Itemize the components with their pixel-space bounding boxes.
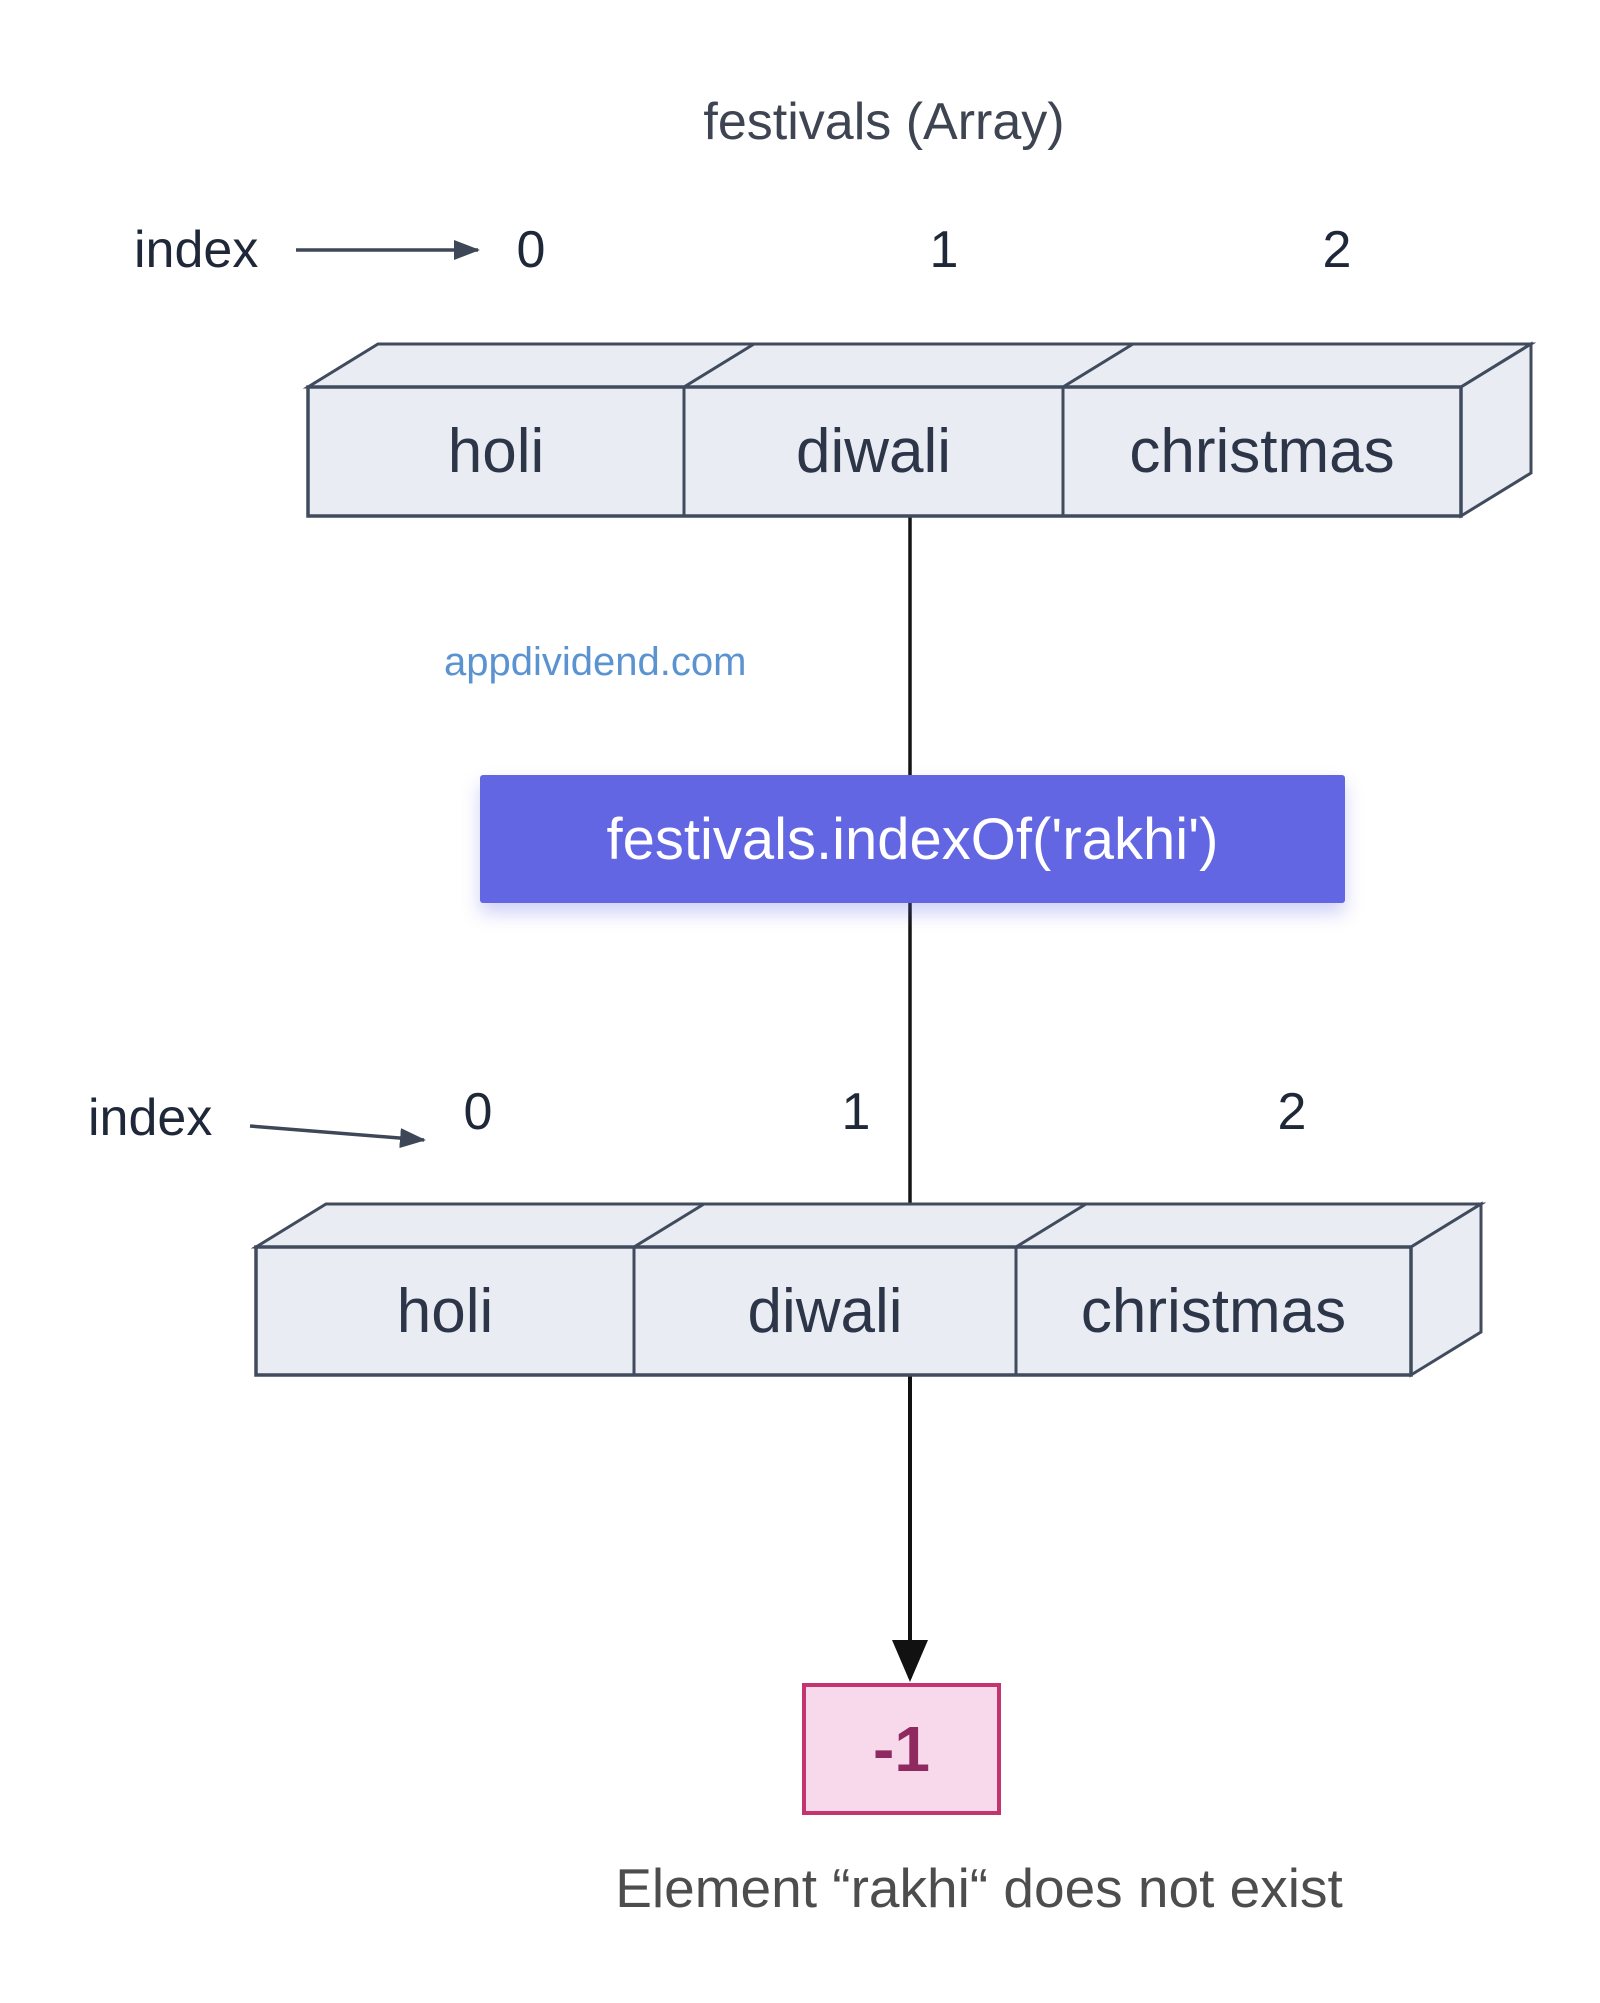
- top-index-0: 0: [516, 221, 546, 279]
- bottom-index-label: index: [88, 1089, 213, 1147]
- top-array-box: [302, 341, 1537, 519]
- code-box-label: festivals.indexOf('rakhi'): [606, 806, 1219, 872]
- bottom-index-0: 0: [463, 1083, 493, 1141]
- top-index-2: 2: [1322, 221, 1352, 279]
- top-array-cell-2: christmas: [1129, 417, 1395, 486]
- diagram-title: festivals (Array): [703, 93, 1065, 151]
- top-index-1: 1: [929, 221, 959, 279]
- top-array-cell-0: holi: [447, 417, 545, 486]
- bottom-array-top-divider-1: [633, 1202, 705, 1249]
- bottom-array-cell-2: christmas: [1080, 1276, 1347, 1346]
- caption-text: Element “rakhi“ does not exist: [615, 1857, 1343, 1919]
- top-array-top-divider-1: [683, 342, 755, 389]
- bottom-index-1: 1: [841, 1083, 871, 1141]
- bottom-array-box: [250, 1201, 1487, 1378]
- top-array-top-divider-2: [1062, 342, 1134, 389]
- top-array-cell-1: diwali: [795, 417, 952, 486]
- bottom-array-top-divider-2: [1015, 1202, 1087, 1249]
- bottom-array-cell-1: diwali: [747, 1276, 903, 1346]
- top-array-top-face: [302, 342, 1537, 389]
- top-index-label: index: [134, 221, 259, 279]
- bottom-index-arrow-icon: [249, 1124, 426, 1149]
- result-value: -1: [873, 1713, 930, 1785]
- bottom-array-cell-0: holi: [396, 1276, 494, 1346]
- code-box: festivals.indexOf('rakhi'): [480, 775, 1345, 903]
- bottom-array-front-face: [254, 1245, 1413, 1377]
- bottom-array-top-face: [250, 1202, 1487, 1249]
- top-array-front-face: [306, 385, 1463, 518]
- result-box: -1: [802, 1683, 1001, 1815]
- bottom-index-2: 2: [1277, 1083, 1307, 1141]
- watermark-text: appdividend.com: [444, 640, 747, 684]
